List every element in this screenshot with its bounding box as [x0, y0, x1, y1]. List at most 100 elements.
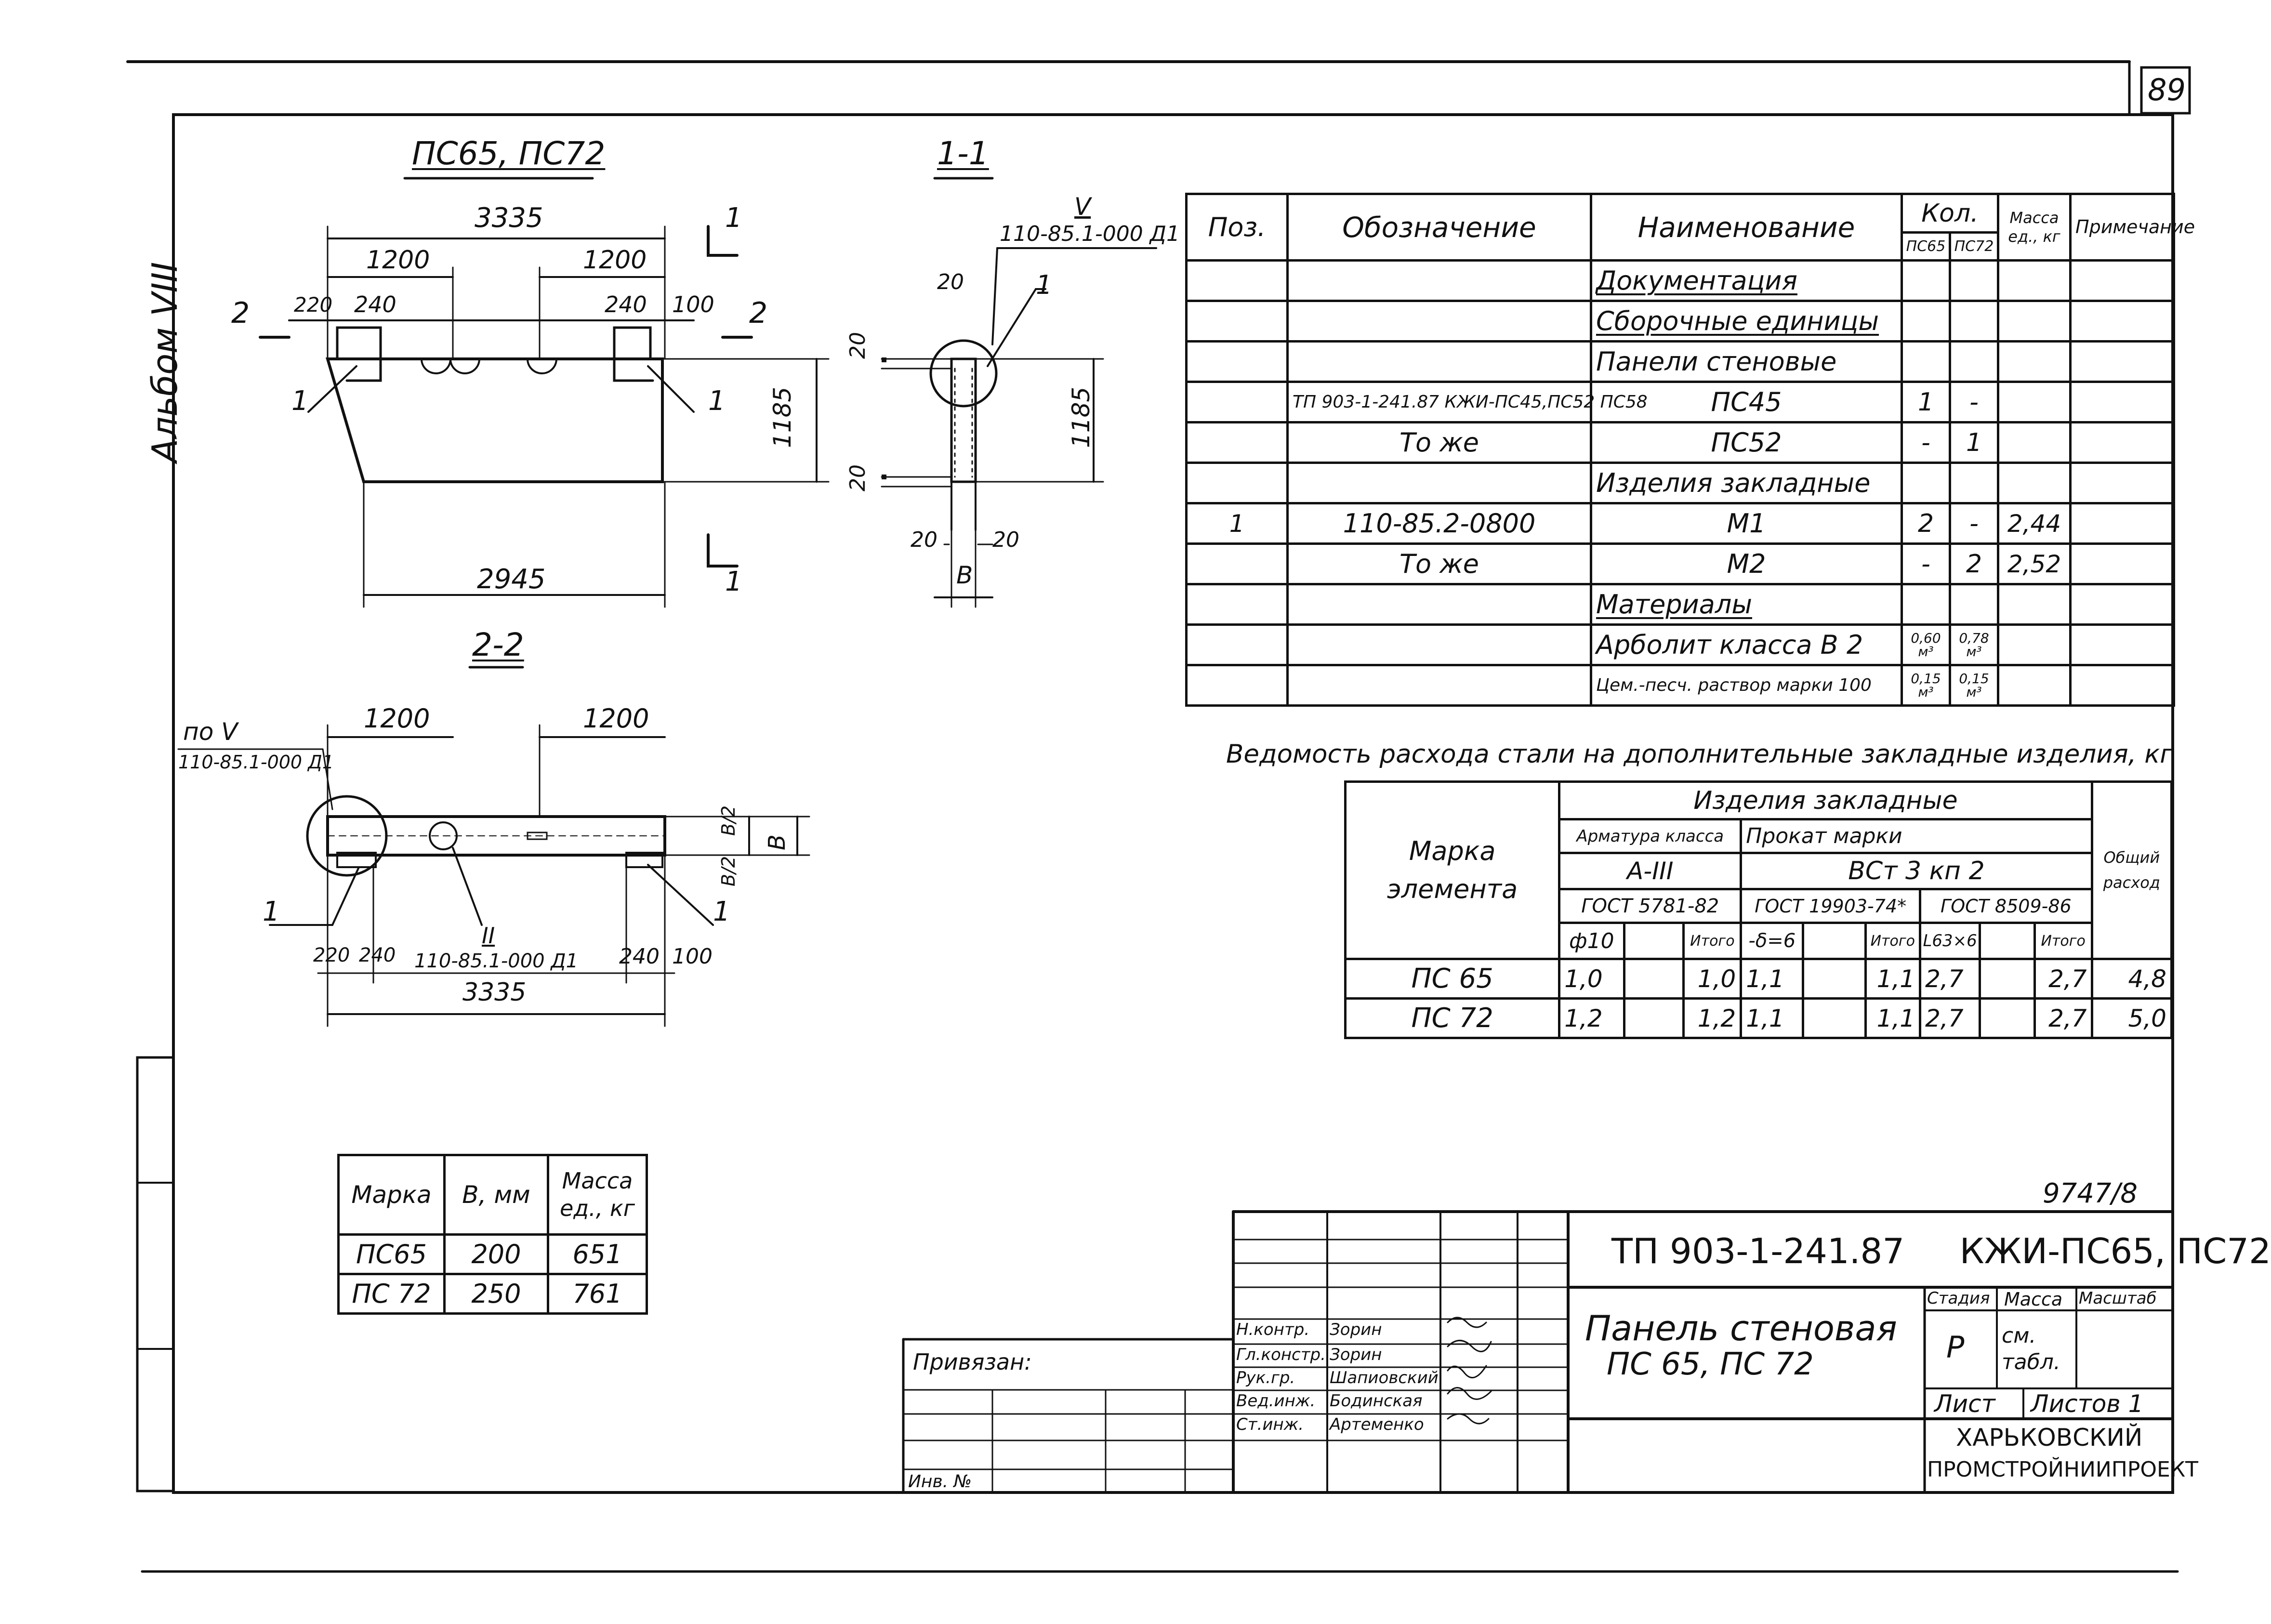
spec-cell-pos: [1185, 664, 1289, 707]
spec-cell-name: Панели стеновые: [1590, 340, 1903, 383]
cut-1-top-label: 1: [725, 202, 742, 234]
spec-text-designation: То же: [1399, 427, 1479, 458]
sheets-label: Листов 1: [2031, 1390, 2144, 1418]
mass-cell-mark: ПС65: [337, 1233, 446, 1275]
plan-mark-1b: 1: [708, 385, 726, 417]
spec-cell-note: [2069, 583, 2175, 626]
section22-dim-total: 3335: [462, 978, 527, 1007]
steel-header-rebar: Арматура класса: [1558, 818, 1743, 854]
spec-text-name: Материалы: [1596, 589, 1752, 620]
mass-cell-mark: ПС 72: [337, 1273, 446, 1315]
spec-text-pos: 1: [1229, 509, 1245, 538]
steel-header-rolled: Прокат марки: [1740, 818, 2093, 854]
plan-dim-left: 1200: [366, 246, 430, 275]
steel-cell-t3: 2,7: [2033, 958, 2093, 1000]
cut-1-bottom-label: 1: [725, 566, 742, 597]
signature-role: Ст.инж.: [1236, 1415, 1304, 1434]
section11-dim-20b: 20: [845, 332, 870, 359]
spec-cell-name: ПС52: [1590, 421, 1903, 464]
spec-cell-q72: [1949, 300, 1999, 343]
steel-cell-t1: 1,0: [1682, 958, 1743, 1000]
steel-cell-l: 2,7: [1919, 997, 1981, 1039]
steel-cell-l: 2,7: [1919, 958, 1981, 1000]
spec-cell-q65: [1901, 259, 1951, 302]
spec-cell-q72: [1949, 583, 1999, 626]
spec-cell-pos: [1185, 259, 1289, 302]
mass-cell-b: 200: [443, 1233, 549, 1275]
mass-cell-mass: 761: [547, 1273, 648, 1315]
plan-dim-total: 3335: [475, 202, 543, 234]
mass-cell-mass: 651: [547, 1233, 648, 1275]
inventory-label: Инв. №: [908, 1472, 972, 1492]
signature-name: Зорин: [1330, 1345, 1382, 1364]
mass-cell-b: 250: [443, 1273, 549, 1315]
steel-header-itogo2: Итого: [1864, 922, 1922, 960]
spec-cell-designation: [1286, 664, 1592, 707]
spec-cell-pos: [1185, 623, 1289, 666]
spec-cell-mass: [1997, 462, 2072, 504]
spec-cell-q65: 2: [1901, 502, 1951, 545]
steel-header-gost3: ГОСТ 8509-86: [1919, 888, 2093, 924]
spec-cell-designation: [1286, 340, 1592, 383]
spec-text-mass: 2,44: [2007, 509, 2061, 538]
signature-role: Гл.констр.: [1236, 1345, 1326, 1364]
spec-cell-q72: [1949, 462, 1999, 504]
page-number: 89: [2148, 72, 2186, 107]
sheet-label: Лист: [1934, 1390, 1995, 1418]
plan-dim-right: 1200: [583, 246, 647, 275]
plan-dim-220: 220: [294, 293, 333, 317]
spec-cell-designation: 110-85.2-0800: [1286, 502, 1592, 545]
spec-cell-mass: [1997, 259, 2072, 302]
steel-header-gost1: ГОСТ 5781-82: [1558, 888, 1743, 924]
album-label: Альбом VIII: [145, 262, 185, 462]
section-2-2-title: 2-2: [472, 626, 524, 663]
spec-cell-mass: [1997, 583, 2072, 626]
spec-text-designation: ТП 903-1-241.87 КЖИ-ПС45,ПС52 ПС58: [1293, 392, 1648, 412]
spec-text-q72: -: [1969, 387, 1979, 417]
spec-cell-q72: [1949, 340, 1999, 383]
steel-cell-mark: ПС 72: [1344, 997, 1561, 1039]
spec-text-q72: 0,15 м³: [1959, 670, 1989, 700]
spec-cell-pos: [1185, 381, 1289, 423]
plan-title: ПС65, ПС72: [412, 135, 606, 172]
steel-header-gost2: ГОСТ 19903-74*: [1740, 888, 1922, 924]
section11-dim-20e: 20: [992, 528, 1019, 552]
mass-value: см. табл.: [2002, 1323, 2060, 1374]
spec-header-qty: Кол.: [1901, 193, 1999, 234]
steel-header-total: Общий расход: [2090, 780, 2173, 960]
plan-dim-240a: 240: [354, 291, 396, 317]
spec-cell-mass: [1997, 381, 2072, 423]
spec-cell-pos: [1185, 300, 1289, 343]
spec-text-designation: 110-85.2-0800: [1343, 508, 1536, 539]
section22-dim-b2b: В/2: [718, 856, 739, 886]
spec-cell-designation: [1286, 462, 1592, 504]
spec-cell-note: [2069, 340, 2175, 383]
section11-dim-20a: 20: [937, 270, 964, 294]
doc-code: ТП 903-1-241.87 КЖИ-ПС65, ПС72: [1611, 1231, 2271, 1271]
steel-header-itogo3: Итого: [2033, 922, 2093, 960]
spec-cell-name: М1: [1590, 502, 1903, 545]
spec-cell-q65: [1901, 462, 1951, 504]
org-name-line1: ХАРЬКОВСКИЙ: [1956, 1424, 2143, 1452]
section-1-1-title: 1-1: [937, 135, 989, 172]
spec-cell-mass: [1997, 340, 2072, 383]
spec-cell-q65: -: [1901, 542, 1951, 585]
steel-cell-t2: 1,1: [1864, 997, 1922, 1039]
spec-cell-mass: [1997, 664, 2072, 707]
spec-cell-q72: 0,15 м³: [1949, 664, 1999, 707]
section22-dim-right: 1200: [583, 703, 649, 734]
steel-cell-d: 1,1: [1740, 958, 1805, 1000]
spec-cell-designation: То же: [1286, 542, 1592, 585]
spec-cell-pos: [1185, 462, 1289, 504]
spec-cell-name: Материалы: [1590, 583, 1903, 626]
spec-text-q65: -: [1921, 428, 1930, 457]
spec-cell-q72: -: [1949, 381, 1999, 423]
drawing-sheet: 89 Альбом VIII 9747/8 ПС65, ПС72 3335 12…: [126, 60, 2271, 1573]
steel-header-rebar-class: А-III: [1558, 852, 1743, 890]
spec-header-qty-ps72: ПС72: [1949, 231, 1999, 262]
plan-mark-1a: 1: [291, 385, 309, 417]
